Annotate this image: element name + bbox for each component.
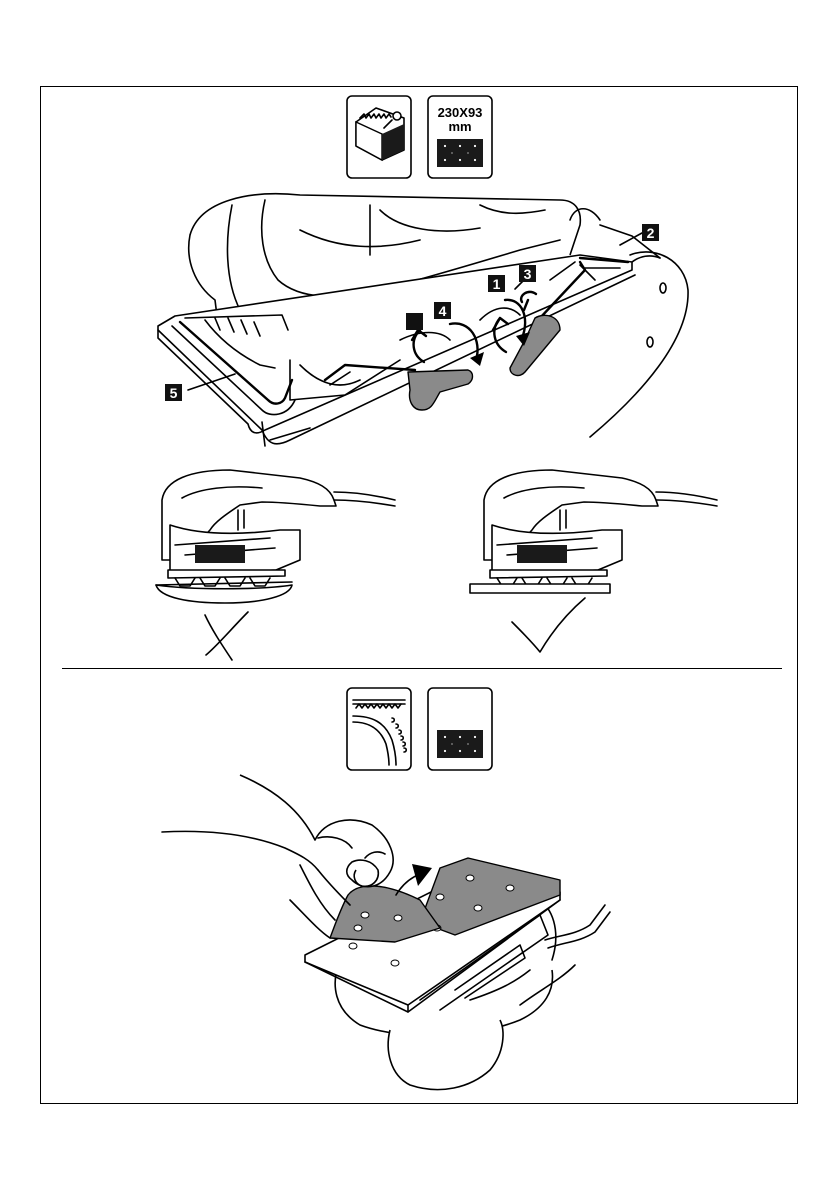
perforated-sheet-icon (428, 688, 492, 770)
check-mark-icon (512, 598, 585, 652)
callout-4: 4 (434, 302, 451, 319)
svg-text:3: 3 (524, 266, 532, 282)
sheet-size-line1: 230X93 (438, 105, 483, 120)
hand-peeling-sandpaper-illustration (162, 775, 610, 1090)
callout-2: 2 (642, 224, 659, 241)
sandpaper-clamp-icon (347, 96, 411, 178)
sheet-size-line2: mm (448, 119, 471, 134)
svg-text:4: 4 (439, 303, 447, 319)
perforated-sheet-icon (437, 139, 483, 167)
svg-text:1: 1 (493, 276, 501, 292)
hook-and-loop-icon (347, 688, 411, 770)
callout-5: 5 (165, 384, 182, 401)
sander-clamp-illustration (158, 194, 688, 446)
svg-text:5: 5 (170, 385, 178, 401)
sander-wrong-illustration (156, 470, 395, 603)
svg-text:2: 2 (647, 225, 655, 241)
sander-right-illustration (470, 470, 717, 593)
callout-blank (406, 313, 423, 330)
wrong-mark-icon (205, 612, 248, 660)
sheet-size-icon: 230X93 mm (428, 96, 492, 178)
callout-3: 3 (519, 265, 536, 282)
callout-1: 1 (488, 275, 505, 292)
